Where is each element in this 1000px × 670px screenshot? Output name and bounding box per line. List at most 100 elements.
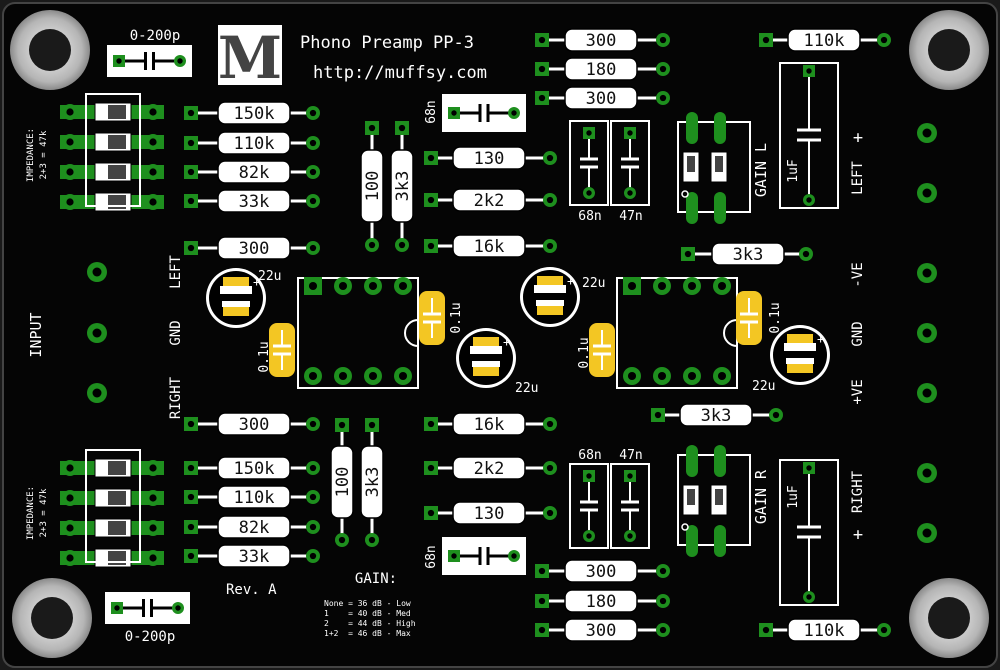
output-pads [917, 123, 937, 543]
impedance-label: IMPEDANCE: [26, 128, 36, 182]
gain-r-cap1-label: 68n [578, 448, 601, 463]
resistor-100-top: 100 [360, 121, 384, 252]
input-right-label: RIGHT [168, 376, 184, 419]
gain-r-cap2-label: 47n [619, 448, 642, 463]
cap-22u-label-3: 22u [582, 276, 605, 291]
resistor-33k-right: 33k [184, 544, 320, 568]
resistor-300-right-value: 300 [239, 415, 270, 435]
input-gnd-label: GND [168, 320, 184, 345]
resistor-3k3-lower: 3k3 [651, 403, 783, 427]
gain-block-group [569, 62, 839, 606]
resistor-2k2-top-value: 2k2 [474, 191, 505, 211]
resistor-110k-top-out-value: 110k [804, 31, 845, 51]
resistor-300-gain-top-2: 300 [535, 86, 670, 110]
cap-0.1u-label-2: 0.1u [449, 302, 464, 333]
cap-1uf-left [779, 62, 839, 209]
cap-0.1u-2 [419, 291, 445, 345]
impedance-note-bottom: 2+3 = 47k [39, 488, 49, 537]
resistor-2k2-top: 2k2 [424, 188, 557, 212]
mounting-hole-bl [12, 578, 92, 658]
gain-l-cap2-label: 47n [619, 209, 642, 224]
resistor-82k-right-value: 82k [239, 518, 270, 538]
resistor-3k3-top-value: 3k3 [393, 171, 413, 202]
opamp-left [297, 277, 419, 389]
cap-0.1u-label-4: 0.1u [768, 302, 783, 333]
resistor-3k3-bottom-value: 3k3 [363, 467, 383, 498]
resistor-180-gain-top-value: 180 [586, 60, 617, 80]
resistor-33k-left-value: 33k [239, 192, 270, 212]
mounting-hole-tr [909, 10, 989, 90]
resistor-16k-top: 16k [424, 234, 557, 258]
cap-68n-gain-l [569, 120, 609, 206]
resistor-16k-bottom-value: 16k [474, 415, 505, 435]
resistor-150k-left: 150k [184, 101, 320, 125]
gain-r-label: GAIN R [752, 469, 770, 524]
resistor-300-gain-top-1-value: 300 [586, 31, 617, 51]
resistor-110k-bottom-out-value: 110k [804, 621, 845, 641]
resistor-150k-right: 150k [184, 456, 320, 480]
resistor-180-gain-bottom-value: 180 [586, 592, 617, 612]
resistor-110k-right: 110k [184, 485, 320, 509]
resistor-300-gain-bottom-1: 300 [535, 559, 670, 583]
resistor-300-gain-top-2-value: 300 [586, 89, 617, 109]
resistor-33k-right-value: 33k [239, 547, 270, 567]
resistor-130-top-value: 130 [474, 149, 505, 169]
gain-table-title: GAIN: [355, 571, 397, 587]
cap-68n-bottom [442, 537, 526, 575]
resistor-100-bottom-value: 100 [333, 467, 353, 498]
output-left-plus: + [853, 128, 863, 148]
resistor-110k-top-out: 110k [759, 28, 891, 52]
resistor-110k-left-value: 110k [234, 134, 275, 154]
cap-22u-3: + [520, 267, 580, 327]
opamp-group [297, 277, 738, 389]
revision-label: Rev. A [226, 582, 277, 598]
cap-0.1u-4 [736, 291, 762, 345]
gain-jumper-left[interactable] [677, 112, 751, 224]
cap-0.1u-1 [269, 323, 295, 377]
gain-jumper-right[interactable] [677, 445, 751, 557]
impedance-label-bottom: IMPEDANCE: [26, 486, 36, 540]
resistor-300-left: 300 [184, 236, 320, 260]
gain-l-1uf-label: 1uF [786, 159, 801, 183]
resistor-150k-left-value: 150k [234, 104, 275, 124]
cap-68n-top-label: 68n [424, 100, 439, 123]
resistor-110k-left: 110k [184, 131, 320, 155]
resistor-180-gain-top: 180 [535, 57, 670, 81]
cap-68n-top [442, 94, 526, 132]
impedance-note: 2+3 = 47k [39, 130, 49, 179]
input-pads [87, 262, 107, 403]
resistor-16k-bottom: 16k [424, 412, 557, 436]
electrolytic-cap-group: ++++ [206, 267, 830, 388]
resistor-3k3-top: 3k3 [390, 121, 414, 252]
cap-0.1u-label-3: 0.1u [577, 337, 592, 368]
output-pos-ve-label: +VE [850, 379, 866, 404]
gain-table-row: 2 = 44 dB - High [324, 619, 416, 628]
cap-68n-gain-r [569, 463, 609, 549]
cap-0.1u-label-1: 0.1u [257, 341, 272, 372]
output-right-label: RIGHT [850, 470, 866, 513]
cap-0.1u-group [269, 291, 762, 377]
resistor-300-right: 300 [184, 412, 320, 436]
cap-22u-2: + [456, 328, 516, 388]
resistor-82k-left-value: 82k [239, 163, 270, 183]
resistor-16k-top-value: 16k [474, 237, 505, 257]
board-title: Phono Preamp PP-3 [300, 33, 474, 53]
input-left-label: LEFT [168, 255, 184, 289]
cap-0-200p-left [107, 45, 192, 77]
resistor-82k-right: 82k [184, 515, 320, 539]
resistor-2k2-bottom: 2k2 [424, 456, 557, 480]
cap-22u-1: + [206, 268, 266, 328]
resistor-130-bottom-value: 130 [474, 504, 505, 524]
cap-0.1u-3 [589, 323, 615, 377]
gain-r-1uf-label: 1uF [786, 485, 801, 509]
gain-table-row: 1 = 40 dB - Med [324, 609, 411, 618]
resistor-110k-right-value: 110k [234, 488, 275, 508]
resistor-130-bottom: 130 [424, 501, 557, 525]
impedance-dip-switch-right[interactable] [60, 449, 164, 568]
svg-text:M: M [218, 24, 282, 92]
impedance-dip-switch-left[interactable] [60, 93, 164, 212]
cap-68n-bottom-label: 68n [424, 545, 439, 568]
resistor-180-gain-bottom: 180 [535, 589, 670, 613]
cap-47n-gain-l [610, 120, 650, 206]
cap-22u-label-4: 22u [752, 379, 775, 394]
